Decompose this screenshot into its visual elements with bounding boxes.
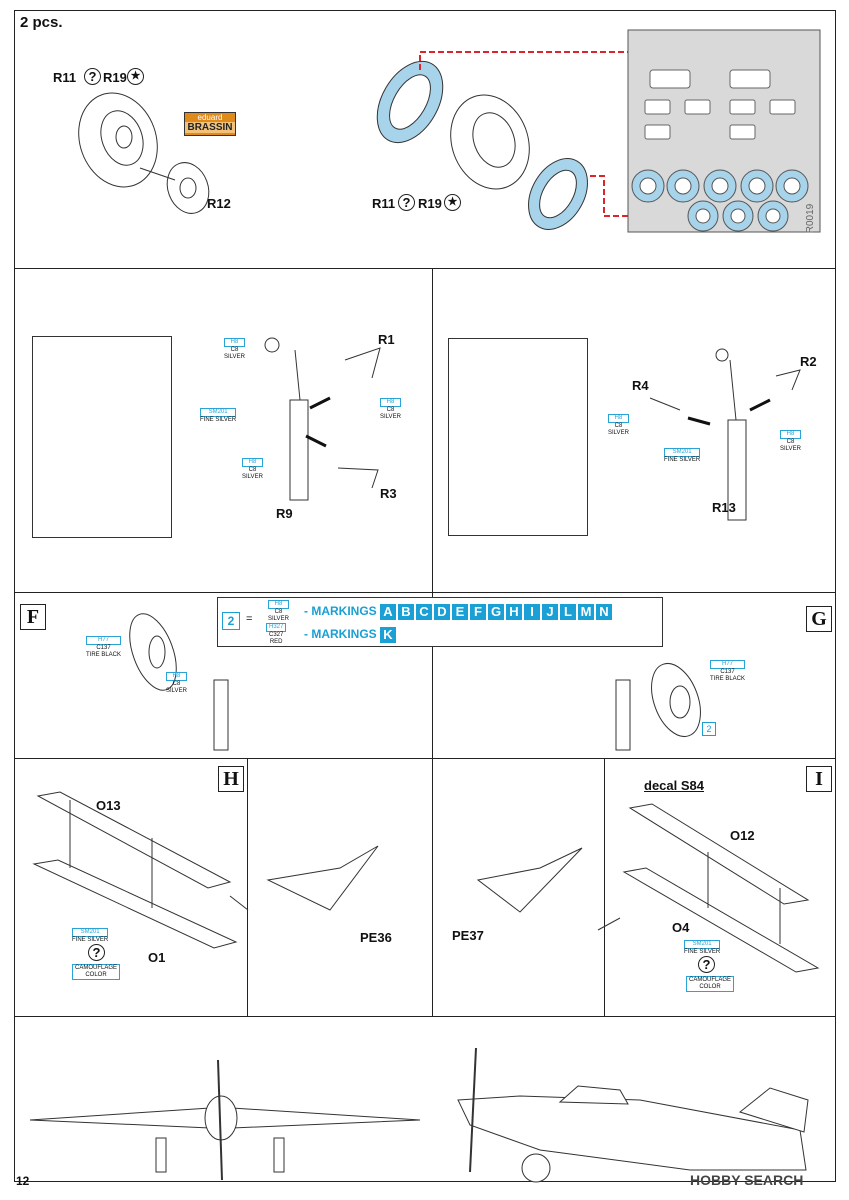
marking-letter-j: J: [542, 604, 558, 620]
star-icon: ★: [444, 194, 461, 211]
mask-code: R0019: [805, 203, 817, 234]
step-letter-f: F: [20, 604, 46, 630]
part-label: R11: [53, 70, 77, 85]
aircraft-view: [29, 1047, 809, 1183]
wheel-drawing: [129, 613, 701, 751]
part-label: R1: [378, 332, 395, 347]
part-label: O4: [672, 920, 690, 935]
leader-line: [139, 167, 176, 181]
marking-letter-a: A: [380, 604, 396, 620]
part-label: PE36: [360, 930, 392, 945]
marking-letter-n: N: [596, 604, 612, 620]
markings-label: - MARKINGS: [304, 627, 377, 641]
unknown-symbol-icon: ?: [698, 956, 715, 973]
wheel-drawing: [78, 92, 210, 214]
part-label: R19: [418, 196, 442, 211]
divider: [432, 758, 433, 1016]
page-number: 12: [16, 1174, 30, 1188]
leader-line: [69, 800, 781, 944]
inset-view: [448, 338, 588, 536]
marking-letter-m: M: [578, 604, 594, 620]
instruction-sheet: [14, 10, 836, 1182]
divider: [14, 758, 836, 759]
marking-letter-l: L: [560, 604, 576, 620]
marking-letter-i: I: [524, 604, 540, 620]
star-icon: ★: [127, 68, 144, 85]
paint-callout: CAMOUFLAGE COLOR: [72, 964, 120, 980]
badge-2: 2: [702, 722, 716, 736]
divider: [604, 758, 605, 1016]
divider: [14, 1016, 836, 1017]
step-letter-g: G: [806, 606, 832, 632]
unknown-symbol-icon: ?: [84, 68, 101, 85]
arrow: [305, 396, 771, 448]
part-label: O1: [148, 950, 166, 965]
marking-letter-f: F: [470, 604, 486, 620]
marking-letter-b: B: [398, 604, 414, 620]
mask-rings: [376, 60, 588, 230]
markings-label: - MARKINGS: [304, 604, 377, 618]
paint-callout: CAMOUFLAGE COLOR: [686, 976, 734, 992]
callout-line: [229, 895, 621, 931]
badge-2: 2: [222, 612, 240, 630]
marking-letter-h: H: [506, 604, 522, 620]
decal-label: decal S84: [644, 778, 704, 793]
inset-view: [32, 336, 172, 538]
part-label: O12: [730, 828, 755, 843]
marking-letter-c: C: [416, 604, 432, 620]
marking-letter-k: K: [380, 627, 396, 643]
part-label: R9: [276, 506, 293, 521]
marking-letter-g: G: [488, 604, 504, 620]
part-label: R12: [207, 196, 231, 211]
part-label: R3: [380, 486, 397, 501]
part-label: R19: [103, 70, 127, 85]
divider: [14, 268, 836, 269]
part-label: R2: [800, 354, 817, 369]
marking-letter-d: D: [434, 604, 450, 620]
part-label: R4: [632, 378, 649, 393]
marking-letter-e: E: [452, 604, 468, 620]
unknown-symbol-icon: ?: [88, 944, 105, 961]
markings-letters-row2: K: [380, 626, 398, 644]
part-label: PE37: [452, 928, 484, 943]
divider: [432, 268, 433, 758]
part-outline: [337, 347, 801, 489]
step-letter-i: I: [806, 766, 832, 792]
quantity-label: 2 pcs.: [20, 14, 63, 31]
divider: [247, 758, 248, 1016]
part-label: R11: [372, 196, 396, 211]
part-label: O13: [96, 798, 121, 813]
flap-part: [32, 791, 820, 973]
brassin-logo: eduard BRASSIN: [184, 112, 236, 136]
watermark: HOBBY SEARCH: [690, 1172, 804, 1188]
equals-sign: =: [246, 613, 253, 625]
part-label: R13: [712, 500, 736, 515]
divider: [14, 592, 836, 593]
step-letter-h: H: [218, 766, 244, 792]
unknown-symbol-icon: ?: [398, 194, 415, 211]
